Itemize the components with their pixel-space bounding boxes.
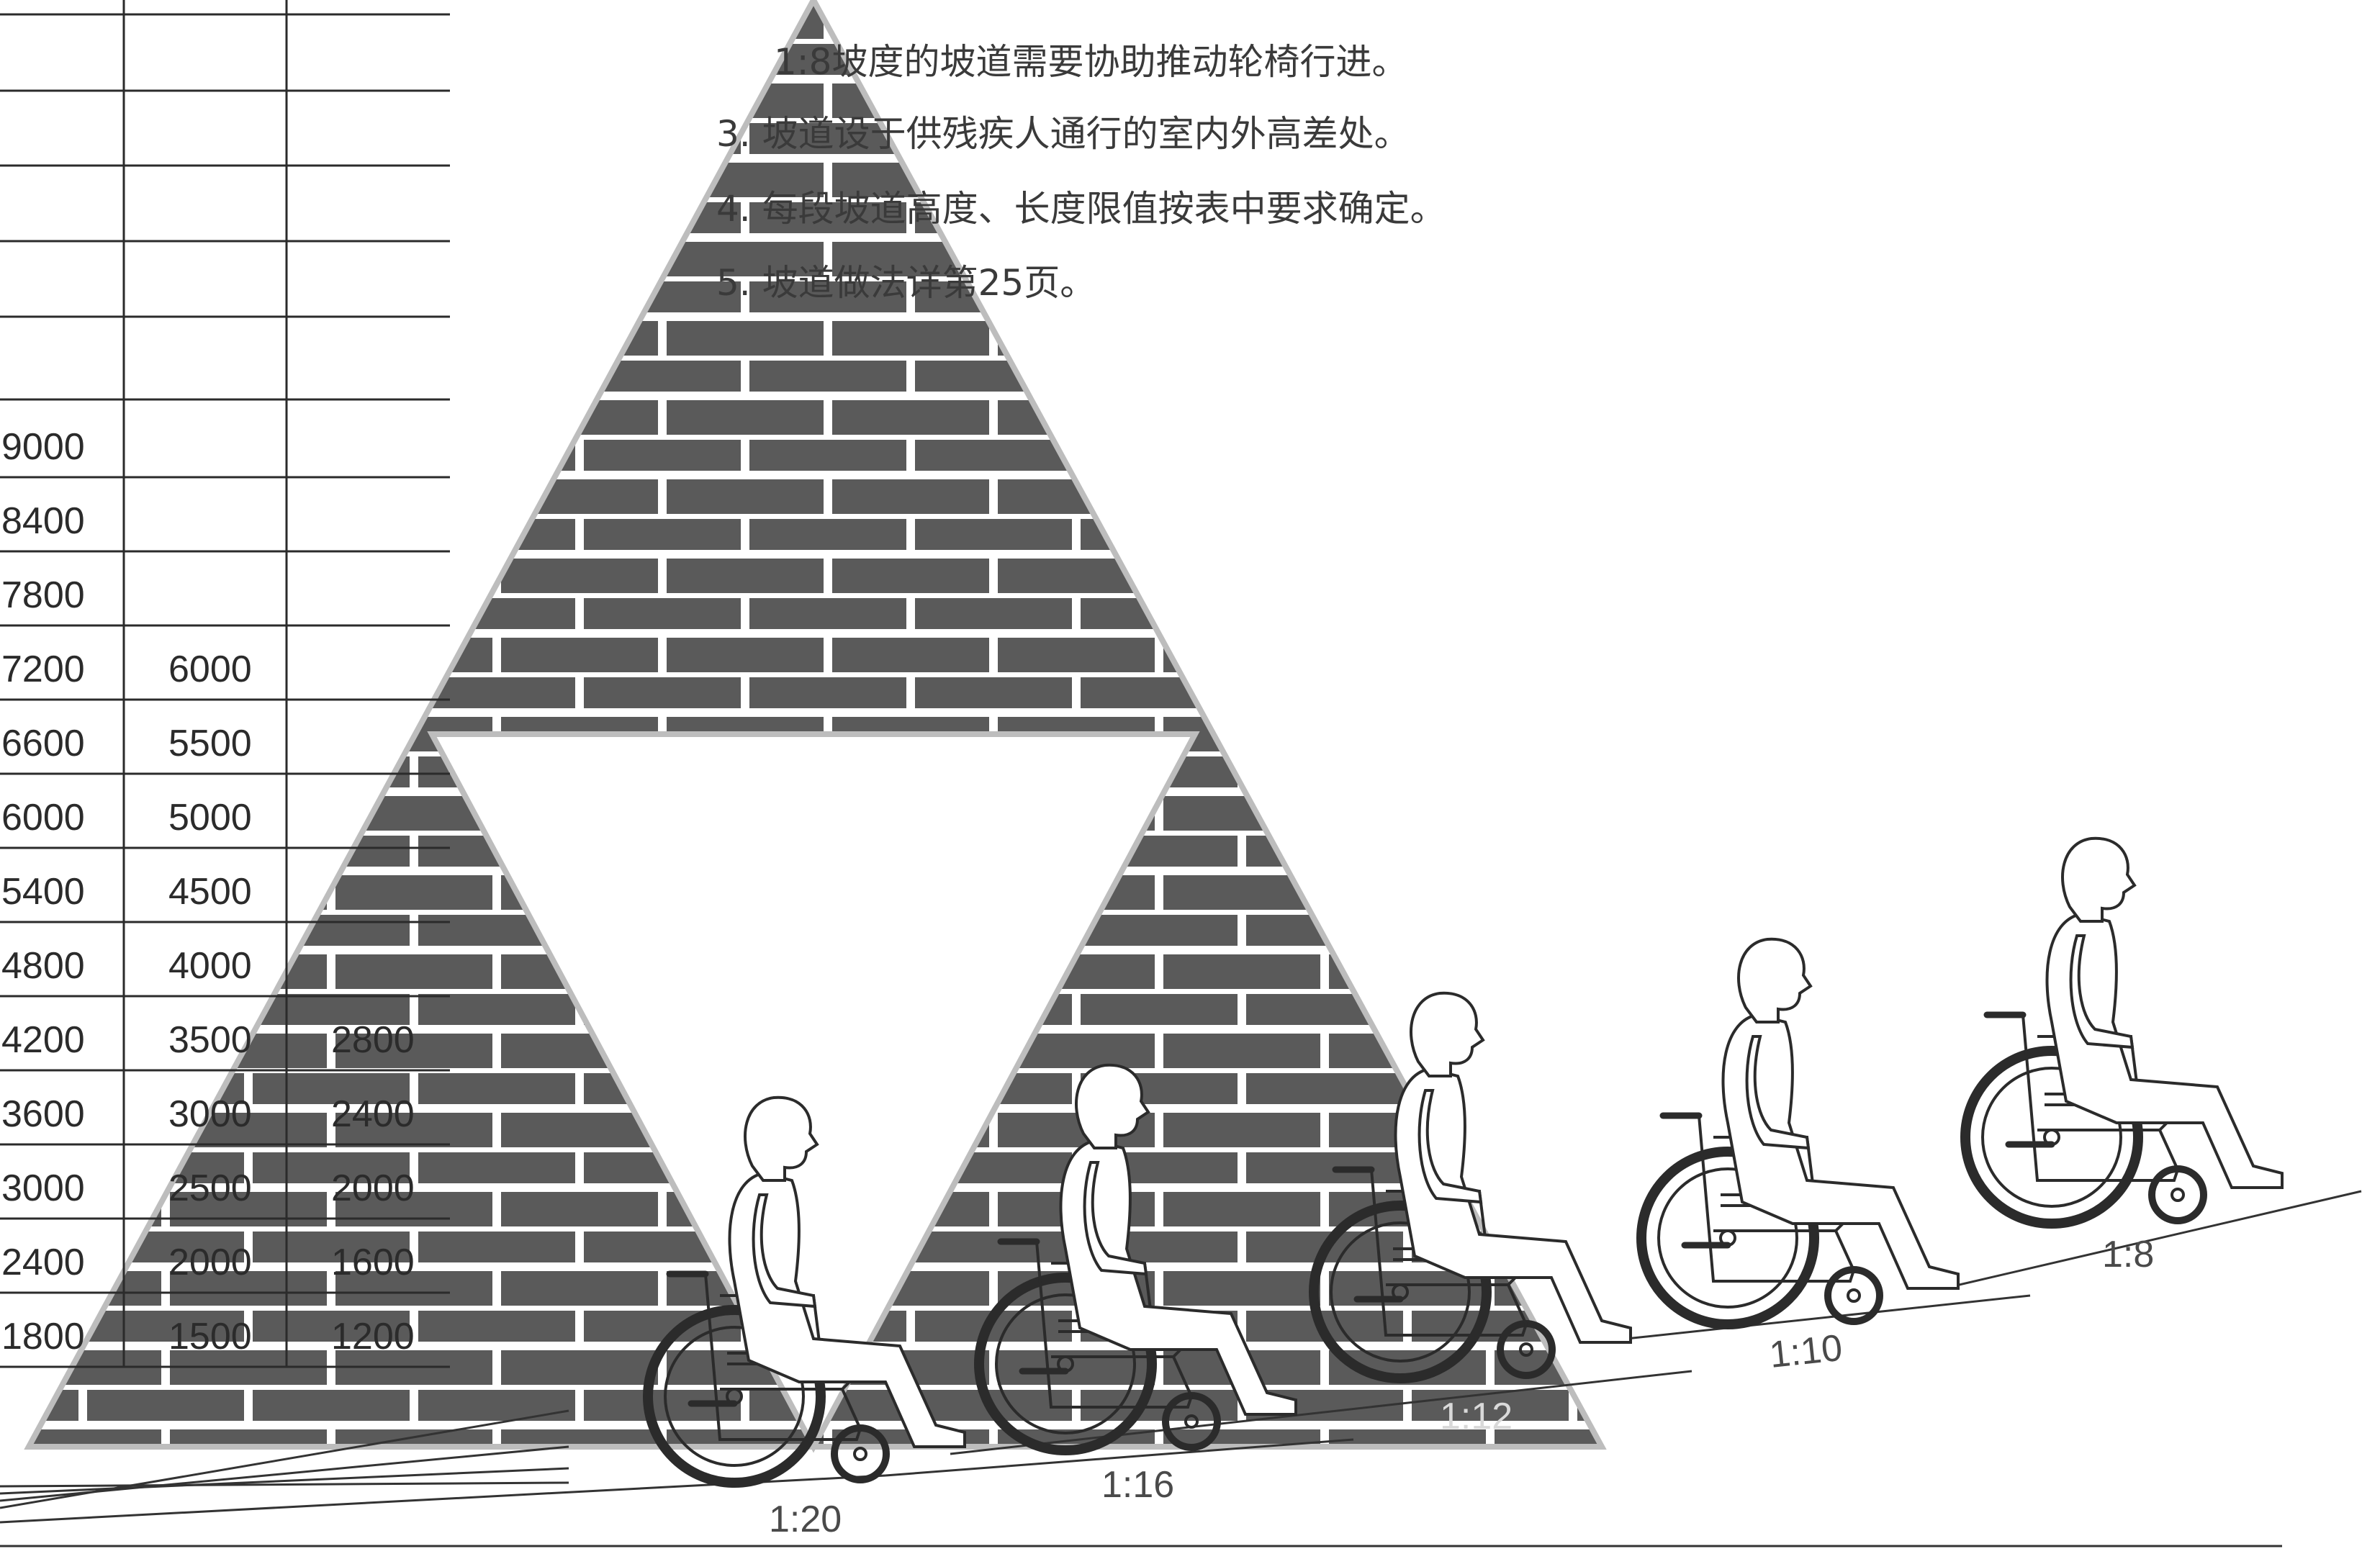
table-cell: 4000 bbox=[168, 945, 252, 987]
table-cell: 6600 bbox=[1, 723, 85, 764]
table-cell: 8400 bbox=[1, 500, 85, 542]
table-cell: 9000 bbox=[1, 426, 85, 468]
wheel bbox=[974, 1273, 1157, 1455]
table-cell: 5500 bbox=[168, 723, 252, 764]
table-cell: 7200 bbox=[1, 649, 85, 690]
ramp-lines bbox=[0, 1190, 2362, 1547]
table-cell: 2500 bbox=[168, 1167, 252, 1209]
table-cell: 3600 bbox=[1, 1093, 85, 1135]
person-figure bbox=[728, 1171, 966, 1448]
person-figure bbox=[2045, 912, 2284, 1189]
slope-label-1-8: 1:8 bbox=[2102, 1234, 2154, 1275]
gradient-length-table: 9000 8400 7800 7200 6000 6600 5500 6000 5000 5400… bbox=[0, 0, 450, 1368]
wheel bbox=[1309, 1201, 1492, 1383]
wheelchair-user bbox=[974, 1063, 1297, 1455]
table-cell: 4200 bbox=[1, 1019, 85, 1061]
slope-label-1-10: 1:10 bbox=[1767, 1327, 1844, 1376]
wheelchair-user bbox=[1309, 991, 1632, 1383]
note-line: 4. 每段坡道高度、长度限值按表中要求确定。 bbox=[716, 188, 1446, 230]
pyramid-center-cutout bbox=[427, 731, 1200, 1453]
wheel bbox=[1960, 1046, 2143, 1229]
table-cell: 2400 bbox=[331, 1093, 415, 1135]
table-cell: 1200 bbox=[331, 1316, 415, 1357]
table-cell: 3500 bbox=[168, 1019, 252, 1061]
table-cell: 2400 bbox=[1, 1242, 85, 1283]
table-cell: 7800 bbox=[1, 574, 85, 616]
table-cell: 1600 bbox=[331, 1242, 415, 1283]
note-line: 5. 坡道做法详第25页。 bbox=[716, 262, 1096, 304]
table-cell: 6000 bbox=[168, 649, 252, 690]
person-figure bbox=[1721, 1013, 1960, 1290]
slope-labels: 1:20 1:16 1:12 1:10 1:8 bbox=[769, 1234, 2154, 1540]
table-cell: 3000 bbox=[1, 1167, 85, 1209]
table-cell: 2800 bbox=[331, 1019, 415, 1061]
note-line: 3. 坡道设于供残疾人通行的室内外高差处。 bbox=[716, 113, 1410, 155]
wheel bbox=[643, 1305, 826, 1488]
notes-block: 1:8坡度的坡道需要协助推动轮椅行进。 3. 坡道设于供残疾人通行的室内外高差处… bbox=[716, 41, 1446, 304]
note-line: 1:8坡度的坡道需要协助推动轮椅行进。 bbox=[774, 41, 1407, 83]
table-cell: 1500 bbox=[168, 1316, 252, 1357]
slope-label-1-20: 1:20 bbox=[769, 1499, 842, 1540]
wheelchair-user bbox=[1636, 937, 1960, 1329]
table-cell: 4500 bbox=[168, 871, 252, 913]
wheelchair-users bbox=[643, 836, 2284, 1488]
wheel bbox=[1636, 1147, 1819, 1329]
slope-label-1-16: 1:16 bbox=[1101, 1464, 1174, 1506]
table-cell: 3000 bbox=[168, 1093, 252, 1135]
person-figure bbox=[1394, 1067, 1632, 1344]
brick-pyramid bbox=[24, 0, 1607, 1453]
table-cell: 2000 bbox=[331, 1167, 415, 1209]
table-cell: 4800 bbox=[1, 945, 85, 987]
table-cell: 2000 bbox=[168, 1242, 252, 1283]
person-figure bbox=[1059, 1139, 1297, 1416]
wheelchair-user bbox=[643, 1095, 966, 1488]
table-cell: 5000 bbox=[168, 797, 252, 839]
table-cell: 5400 bbox=[1, 871, 85, 913]
slope-label-1-12: 1:12 bbox=[1440, 1396, 1513, 1437]
table-cell: 1800 bbox=[1, 1316, 85, 1357]
wheelchair-user bbox=[1960, 836, 2284, 1229]
table-cell: 6000 bbox=[1, 797, 85, 839]
